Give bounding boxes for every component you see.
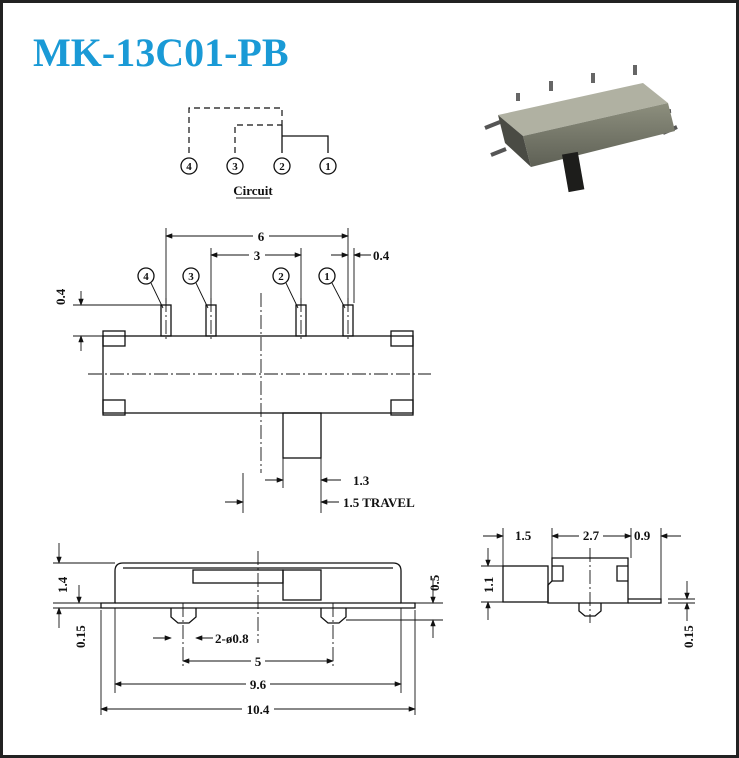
- svg-text:1: 1: [325, 161, 331, 173]
- dim-end-right: 0.9: [634, 528, 651, 543]
- drawing-canvas: MK-13C01-PB 4 3 2 1 Circuit: [33, 30, 696, 717]
- dim-pin-pitch-outer: 6: [258, 229, 265, 244]
- circuit-pin-4: 4: [180, 157, 198, 175]
- dim-lead-thickness: 0.15: [73, 625, 88, 648]
- dim-peg-diameter: 2-ø0.8: [215, 631, 249, 646]
- dim-overall-length: 10.4: [247, 702, 270, 717]
- circuit-pin-2: 2: [273, 157, 291, 175]
- dim-standoff: 0.5: [427, 574, 442, 591]
- dim-peg-pitch: 5: [255, 654, 262, 669]
- svg-text:2: 2: [278, 271, 284, 283]
- dim-pin-width: 0.4: [373, 248, 390, 263]
- top-view: 4 3 2 1 6 3 0.4 0.4 1.3 1.5 TRAVEL: [53, 228, 431, 513]
- svg-text:3: 3: [188, 271, 194, 283]
- dim-end-lead: 0.15: [681, 625, 696, 648]
- circuit-diagram: 4 3 2 1 Circuit: [180, 107, 337, 199]
- pin-callout-2: 2: [272, 267, 299, 309]
- part-number-title: MK-13C01-PB: [33, 30, 289, 75]
- dim-pin-height: 0.4: [53, 288, 68, 305]
- pin-callout-3: 3: [182, 267, 209, 309]
- dim-end-center: 2.7: [583, 528, 600, 543]
- product-photo: [484, 65, 678, 193]
- pin-callout-4: 4: [137, 267, 164, 309]
- svg-text:3: 3: [232, 161, 238, 173]
- circuit-pin-1: 1: [319, 157, 337, 175]
- dim-end-height: 1.1: [481, 577, 496, 593]
- svg-text:1: 1: [324, 271, 330, 283]
- dim-body-length: 9.6: [250, 677, 267, 692]
- dim-travel: 1.5 TRAVEL: [343, 495, 415, 510]
- circuit-label: Circuit: [233, 183, 273, 198]
- svg-text:2: 2: [279, 161, 285, 173]
- svg-text:4: 4: [186, 161, 192, 173]
- side-view: 1.4 0.15 0.5 2-ø0.8 5 9.6 10.4: [53, 543, 443, 717]
- svg-text:4: 4: [143, 271, 149, 283]
- dim-pin-pitch-inner: 3: [254, 248, 261, 263]
- end-view: 1.5 2.7 0.9 1.1 0.15: [481, 528, 696, 648]
- dim-actuator-width: 1.3: [353, 473, 370, 488]
- circuit-pin-3: 3: [226, 157, 244, 175]
- dim-height: 1.4: [55, 576, 70, 593]
- dim-end-left: 1.5: [515, 528, 532, 543]
- pin-callout-1: 1: [318, 267, 346, 309]
